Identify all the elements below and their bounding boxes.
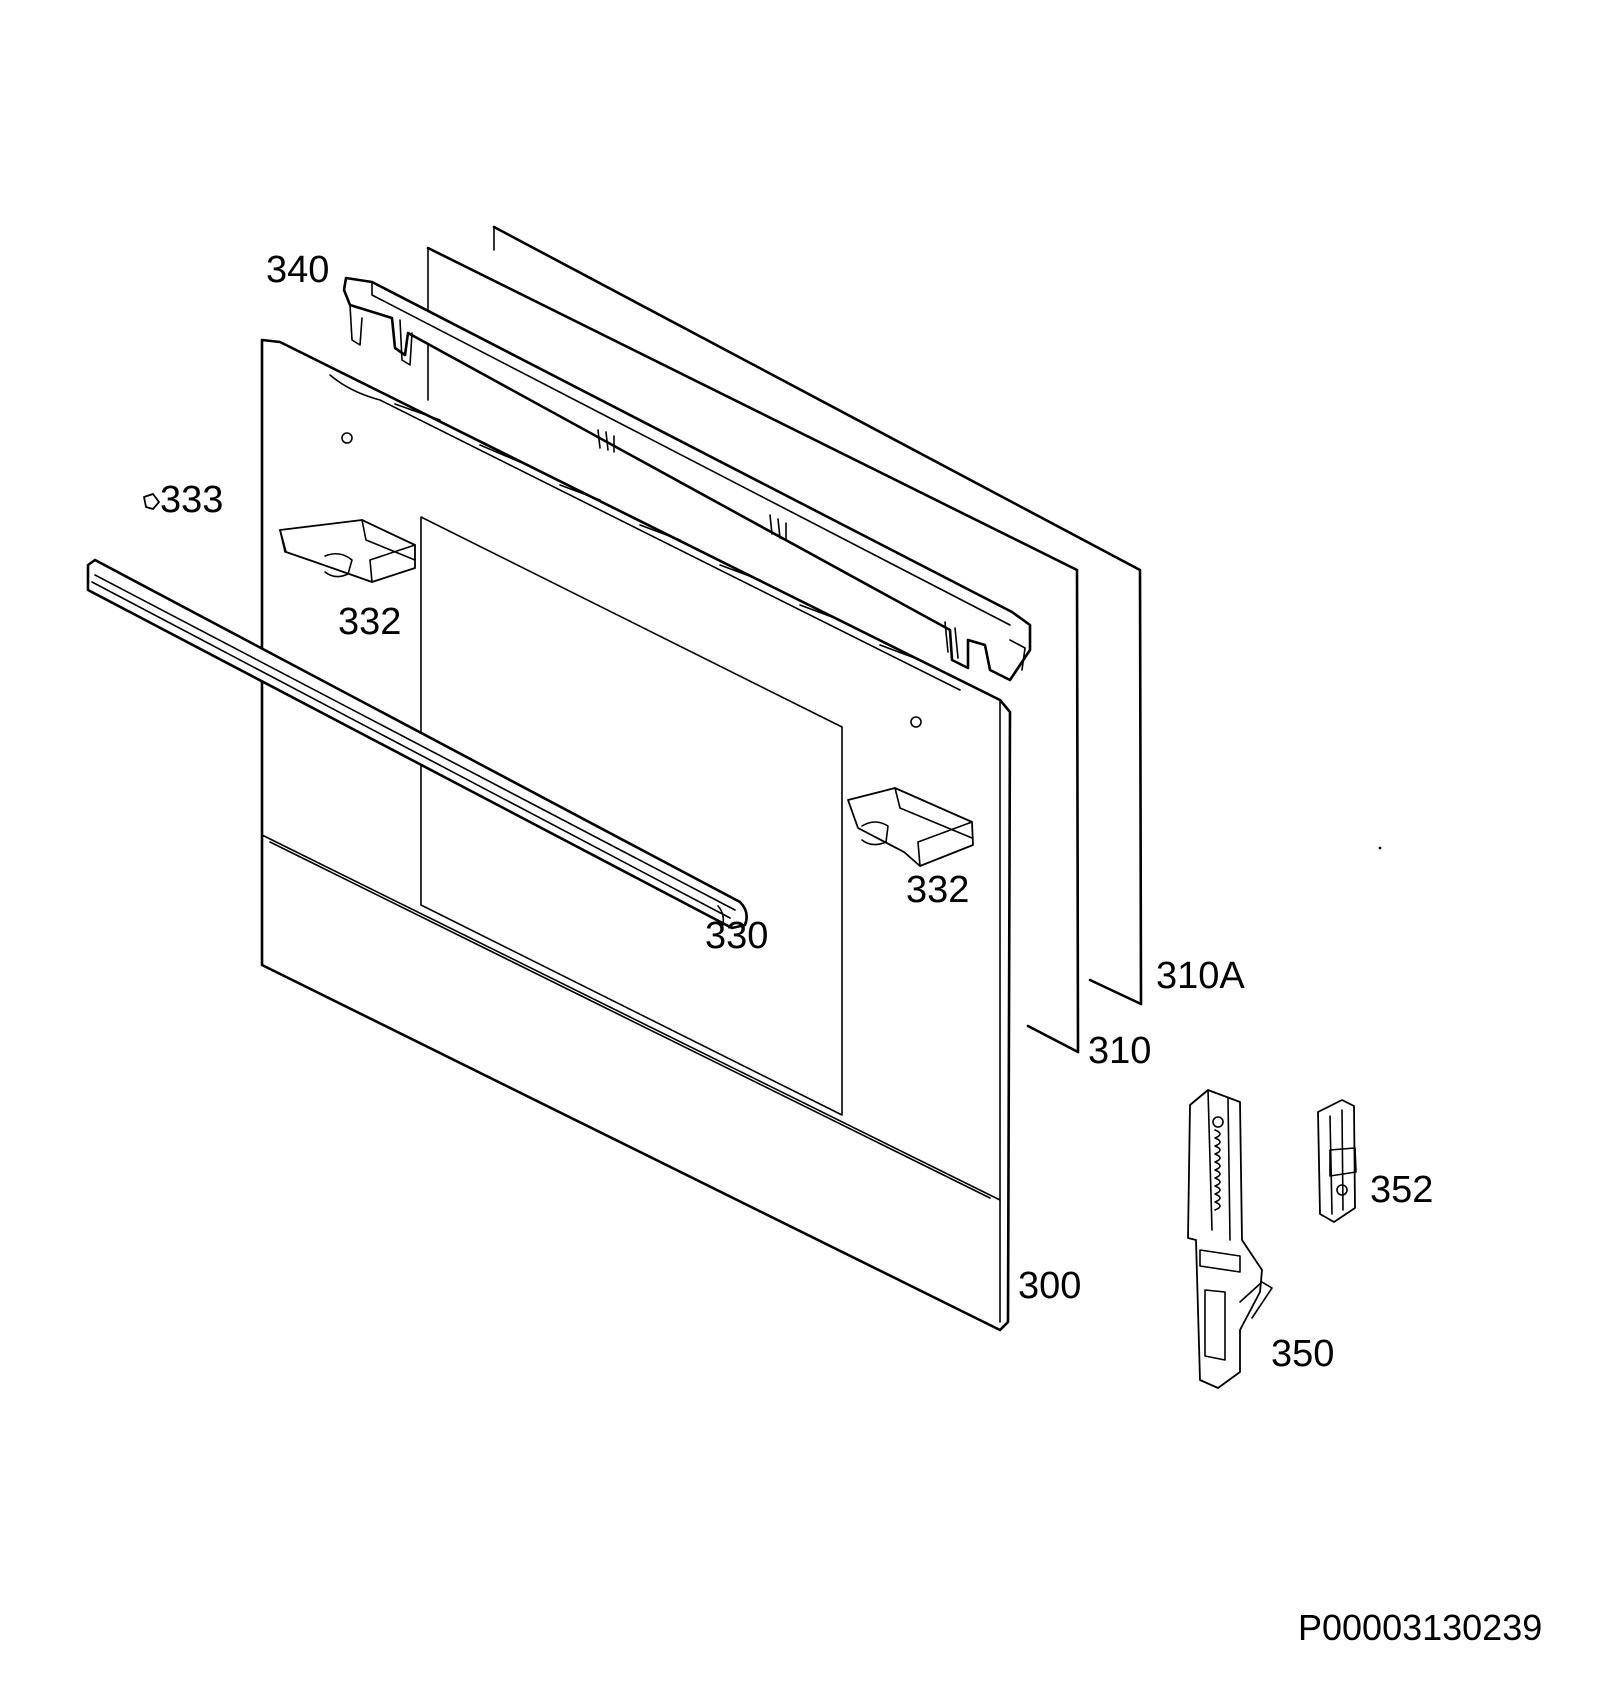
outer-door-panel-300 [260, 338, 1012, 1332]
door-top-profile-340 [342, 276, 1032, 682]
label-310A: 310A [1156, 955, 1245, 997]
label-340: 340 [266, 249, 329, 291]
label-310: 310 [1088, 1030, 1151, 1072]
door-handle-330 [86, 558, 748, 930]
document-code: P00003130239 [1298, 1607, 1542, 1648]
screw-333 [143, 493, 160, 510]
label-332-left: 332 [338, 601, 401, 643]
label-350: 350 [1271, 1333, 1334, 1375]
label-352: 352 [1370, 1169, 1433, 1211]
label-330: 330 [705, 915, 768, 957]
label-300: 300 [1018, 1265, 1081, 1307]
door-hinge-350 [1187, 1089, 1273, 1389]
hinge-receiver-352 [1317, 1099, 1357, 1223]
label-333: 333 [160, 479, 223, 521]
handle-bracket-332-left [279, 519, 416, 583]
label-332-right: 332 [906, 869, 969, 911]
handle-bracket-332-right [847, 787, 974, 867]
